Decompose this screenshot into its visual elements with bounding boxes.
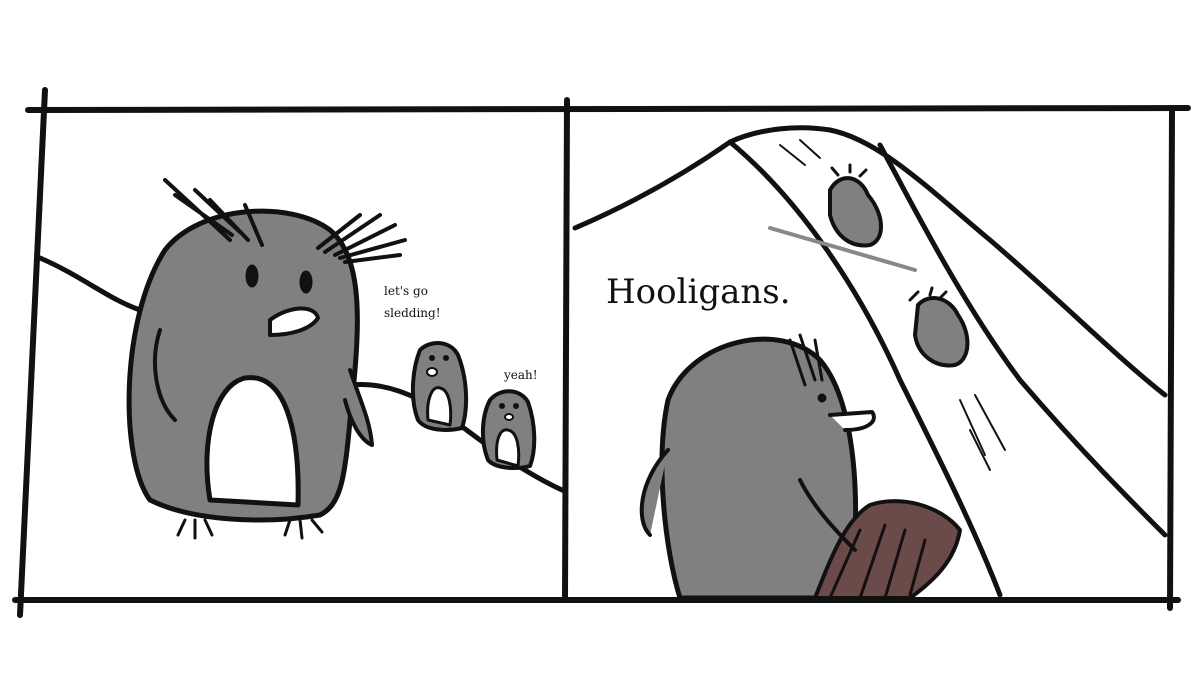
slope-left-edge (727, 139, 1003, 598)
small-penguin-2 (481, 389, 537, 470)
panel-1 (37, 178, 565, 540)
small-penguin-1 (410, 341, 469, 432)
big-penguin (126, 178, 407, 540)
mountain-right (827, 127, 1168, 398)
speech-line-1: let's go (384, 284, 428, 298)
hill-front (347, 381, 565, 493)
caption-hooligans: Hooligans. (606, 272, 791, 312)
slope-right-edge (877, 142, 1168, 538)
sledding-penguin-1 (828, 163, 883, 248)
speech-lets-go-sledding: let's go sledding! (384, 280, 441, 324)
sledding-penguin-2 (908, 286, 970, 368)
speech-yeah: yeah! (504, 368, 538, 382)
panel-borders (12, 87, 1191, 618)
back-penguin-with-sled (639, 333, 962, 601)
hill-back (37, 255, 143, 313)
mountain-left (572, 125, 833, 231)
panel-2 (572, 125, 1168, 601)
sled (813, 499, 962, 600)
speech-line-2: sledding! (384, 306, 441, 320)
